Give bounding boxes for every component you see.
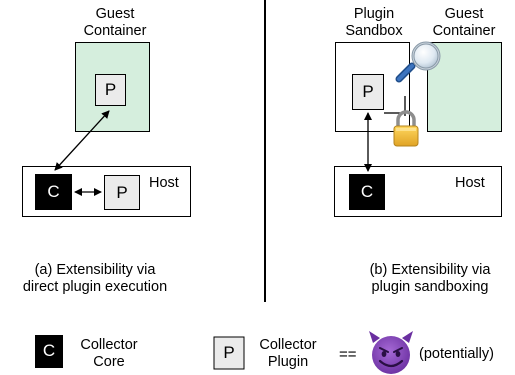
panel-divider [264,0,266,302]
legend-plugin-label: Collector Plugin [259,337,317,370]
legend-core-square [35,335,63,368]
arrow-collector-to-guest-plugin-a [54,110,110,171]
sandbox-label-b: Plugin Sandbox [345,6,403,39]
plugin-b-sandbox: P [352,74,384,110]
magnifier-icon [395,41,441,83]
host-label-a: Host [149,175,179,191]
collector-core-a: C [35,174,72,210]
host-label-b: Host [455,175,485,191]
legend-core-label: Collector Core [80,337,138,370]
plugin-a-host: P [104,175,140,210]
devil-emoji-icon [369,331,413,374]
caption-a: (a) Extensibility via direct plugin exec… [22,262,168,295]
caption-b: (b) Extensibility via plugin sandboxing [369,262,491,295]
legend-note: (potentially) [419,346,494,362]
legend-plugin-square [213,336,245,370]
plugin-a-guest: P [95,74,126,106]
guest-container-label-b: Guest Container [432,6,496,39]
legend-equals: == [339,346,357,363]
guest-container-label-a: Guest Container [83,6,147,39]
legend-plugin-glyph: P [223,343,235,362]
padlock-icon [393,110,419,147]
legend-core-glyph: C [42,341,56,360]
collector-core-b: C [349,174,385,210]
